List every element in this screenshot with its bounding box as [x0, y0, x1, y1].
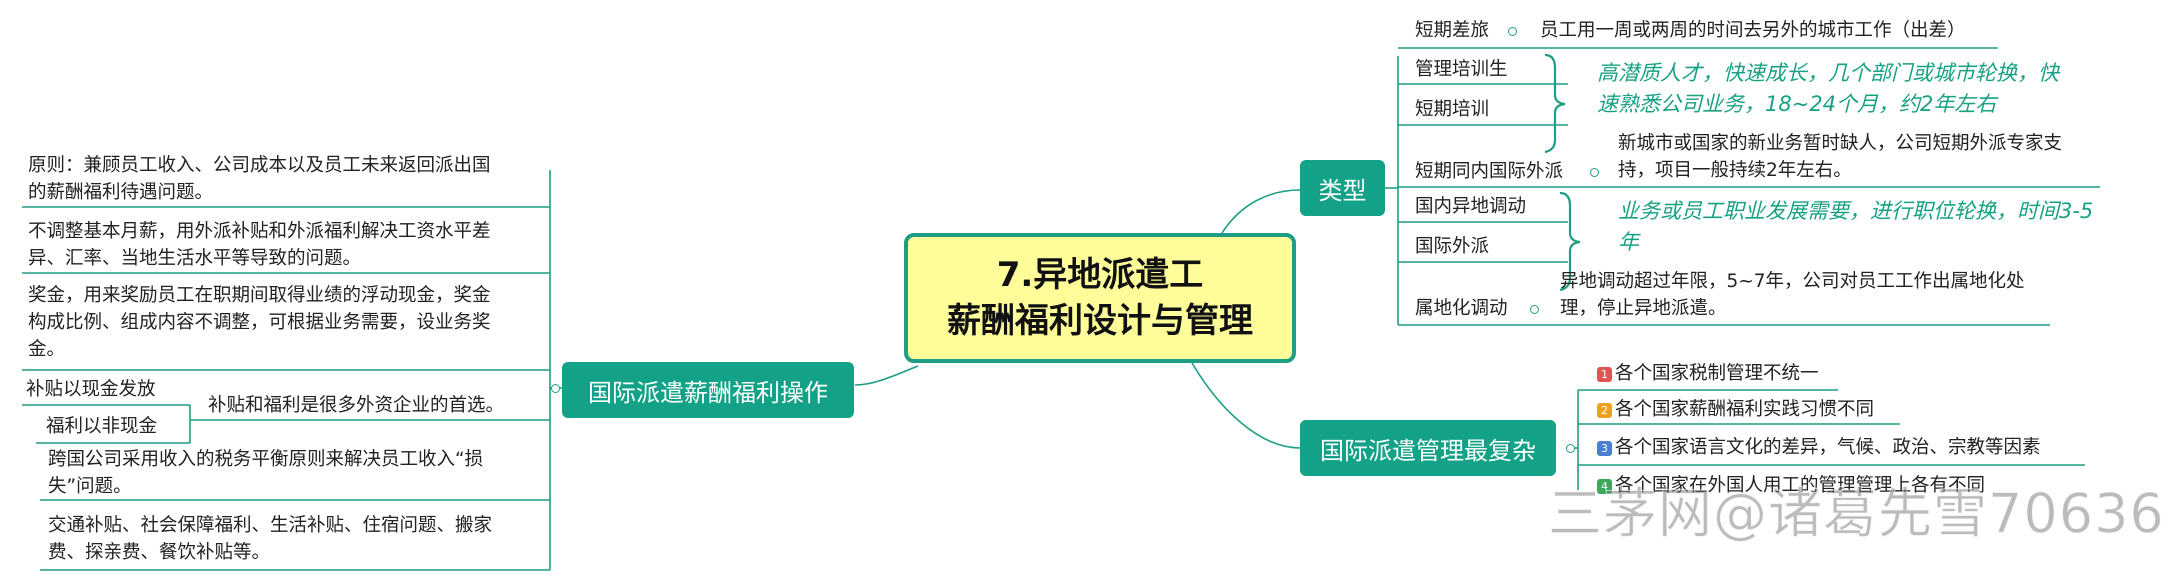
central-title-line2: 薪酬福利设计与管理: [947, 301, 1253, 341]
ops-item-salary-line2: 异、汇率、当地生活水平等导致的问题。: [28, 248, 362, 269]
ops-item-benefits-line2: 费、探亲费、餐饮补贴等。: [48, 542, 271, 563]
ops-sub-noncash-benefit: 福利以非现金: [46, 416, 158, 437]
branch-intl-complex-label: 国际派遣管理最复杂: [1320, 436, 1536, 465]
branch-intl-complex[interactable]: 国际派遣管理最复杂: [1300, 420, 1556, 476]
ops-sub-cash-allowance: 补贴以现金发放: [26, 379, 156, 400]
watermark: 三茅网@诸葛先雪70636: [1548, 482, 2165, 545]
central-topic[interactable]: 7.异地派遣工 薪酬福利设计与管理: [904, 233, 1296, 363]
complex-item: 各个国家在外国人用工的管理管理上各有不同: [1615, 475, 1986, 496]
ops-item-principle-line2: 的薪酬福利待遇问题。: [28, 182, 214, 203]
type-item-localization-desc1: 异地调动超过年限，5~7年，公司对员工工作出属地化处: [1560, 271, 2025, 292]
type-item-mgmt-trainee: 管理培训生: [1415, 59, 1508, 80]
collapse-toggle-icon[interactable]: [551, 384, 560, 393]
type-item-domestic-transfer: 国内异地调动: [1415, 196, 1527, 217]
number-badge-icon: 4: [1597, 479, 1612, 494]
type-item-short-training: 短期培训: [1415, 99, 1490, 120]
collapse-toggle-icon[interactable]: [1530, 305, 1539, 314]
collapse-toggle-icon[interactable]: [1508, 27, 1517, 36]
number-badge-icon: 2: [1597, 403, 1612, 418]
transfer-group-desc-line1: 业务或员工职业发展需要，进行职位轮换，时间3-5: [1618, 199, 2094, 223]
ops-item-benefits-line1: 交通补贴、社会保障福利、生活补贴、住宿问题、搬家: [48, 515, 493, 536]
ops-item-bonus-line2: 构成比例、组成内容不调整，可根据业务需要，设业务奖: [28, 312, 491, 333]
ops-item-allowance-desc: 补贴和福利是很多外资企业的首选。: [208, 395, 505, 416]
trainee-group-desc-line1: 高潜质人才，快速成长，几个部门或城市轮换，快: [1597, 61, 2059, 85]
number-badge-icon: 3: [1597, 441, 1612, 456]
complex-item: 各个国家税制管理不统一: [1615, 363, 1819, 384]
type-item-localization: 属地化调动: [1415, 298, 1508, 319]
collapse-toggle-icon[interactable]: [1590, 168, 1599, 177]
ops-item-tax-line1: 跨国公司采用收入的税务平衡原则来解决员工收入“损: [48, 449, 484, 470]
branch-types[interactable]: 类型: [1300, 160, 1385, 216]
complex-item: 各个国家薪酬福利实践习惯不同: [1615, 399, 1875, 420]
ops-item-salary-line1: 不调整基本月薪，用外派补贴和外派福利解决工资水平差: [28, 221, 491, 242]
ops-item-tax-line2: 失”问题。: [48, 476, 132, 497]
type-item-short-intl-desc2: 持，项目一般持续2年左右。: [1618, 160, 1852, 181]
number-badge-icon: 1: [1597, 367, 1612, 382]
complex-item: 各个国家语言文化的差异，气候、政治、宗教等因素: [1615, 437, 2041, 458]
collapse-toggle-icon[interactable]: [1566, 444, 1575, 453]
trainee-group-desc-line2: 速熟悉公司业务，18~24个月，约2年左右: [1597, 92, 1997, 116]
ops-item-bonus-line3: 金。: [28, 339, 66, 360]
type-item-short-intl-desc1: 新城市或国家的新业务暂时缺人，公司短期外派专家支: [1618, 133, 2063, 154]
type-item-short-trip-desc: 员工用一周或两周的时间去另外的城市工作（出差）: [1540, 20, 1966, 41]
central-title-line1: 7.异地派遣工: [996, 255, 1204, 295]
type-item-intl-expat: 国际外派: [1415, 236, 1490, 257]
branch-intl-compensation-ops[interactable]: 国际派遣薪酬福利操作: [562, 362, 854, 418]
type-item-localization-desc2: 理，停止异地派遣。: [1560, 298, 1727, 319]
ops-item-principle-line1: 原则：兼顾员工收入、公司成本以及员工未来返回派出国: [28, 155, 491, 176]
type-item-short-intl: 短期同内国际外派: [1415, 161, 1564, 182]
transfer-group-desc-line2: 年: [1618, 230, 1639, 254]
branch-types-label: 类型: [1318, 176, 1367, 205]
branch-intl-compensation-ops-label: 国际派遣薪酬福利操作: [588, 378, 828, 407]
ops-item-bonus-line1: 奖金，用来奖励员工在职期间取得业绩的浮动现金，奖金: [28, 285, 491, 306]
type-item-short-trip: 短期差旅: [1415, 20, 1490, 41]
